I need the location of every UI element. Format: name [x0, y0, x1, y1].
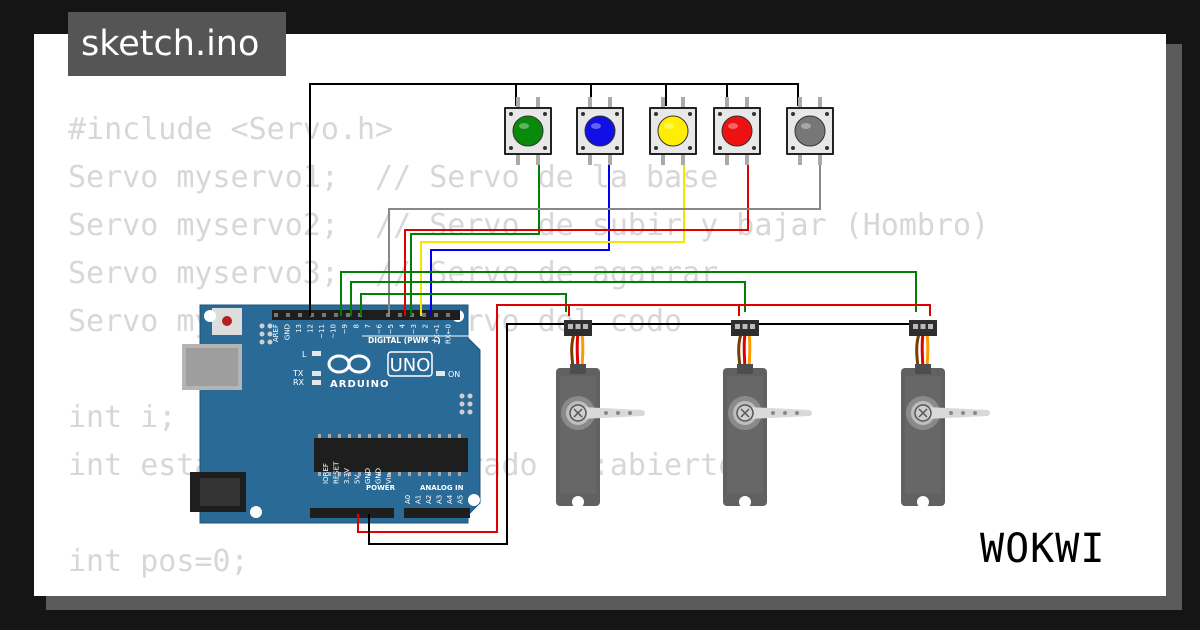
- wire-yellow-button: [420, 162, 685, 316]
- sketch-filename-tab[interactable]: sketch.ino: [68, 12, 286, 76]
- digital-label: DIGITAL (PWM ~): [368, 336, 441, 345]
- pin-label: IOREF: [322, 463, 330, 484]
- analog-label: ANALOG IN: [420, 484, 464, 492]
- led-on: [436, 371, 445, 376]
- pin-label: 13: [295, 324, 303, 333]
- pushbutton-red[interactable]: [713, 97, 761, 165]
- pin-label: ~11: [318, 324, 326, 339]
- pin-label: 4: [399, 323, 407, 328]
- code-line: int i;: [68, 400, 177, 435]
- code-line: Servo myservo3; // Servo de agarrar: [68, 256, 719, 291]
- pin-label: 5V: [354, 475, 362, 484]
- pin-label: GND: [364, 468, 372, 484]
- board-model: UNO: [390, 355, 431, 376]
- pin-label: 8: [353, 324, 361, 328]
- arduino-infinity-logo: [327, 354, 371, 374]
- pin-label: RESET: [333, 461, 341, 484]
- servo-2: [722, 318, 813, 509]
- pin-label: 7: [364, 324, 372, 328]
- led-tx: [312, 371, 321, 376]
- wire-servo-3-signal: [340, 271, 917, 316]
- wire-5v: [357, 304, 931, 533]
- wire-blue-button: [430, 162, 610, 316]
- pushbutton-yellow[interactable]: [649, 97, 697, 165]
- led-rx-label: RX: [293, 378, 305, 387]
- analog-header: [404, 508, 470, 518]
- wokwi-logo: WOKWI: [980, 526, 1105, 572]
- power-label: POWER: [366, 484, 396, 492]
- pin-label: ~9: [341, 324, 349, 334]
- arduino-uno-board: L TX RX ON UNO ARDUINO DIGITAL (PWM ~) P…: [182, 304, 481, 524]
- pushbutton-blue[interactable]: [576, 97, 624, 165]
- wire-gnd-buttons: [309, 83, 799, 316]
- pin-label: A0: [404, 495, 412, 504]
- pin-label: ~5: [387, 324, 395, 334]
- pin-label: A5: [457, 495, 465, 504]
- code-line: Servo myservo2; // Servo de subir y baja…: [68, 208, 990, 243]
- pin-label: 3.3V: [343, 468, 351, 484]
- pin-label: ~3: [410, 324, 418, 334]
- wokwi-logo-text: WOKWI: [980, 526, 1105, 572]
- pin-label: 12: [307, 324, 315, 333]
- pin-label: ~6: [376, 323, 384, 334]
- pin-label: AREF: [272, 324, 280, 342]
- code-line: #include <Servo.h>: [68, 112, 394, 147]
- on-label: ON: [448, 370, 460, 379]
- led-tx-label: TX: [292, 369, 304, 378]
- code-line: int pos=0;: [68, 544, 249, 579]
- digital-header: [272, 310, 460, 320]
- pin-label: A3: [436, 495, 444, 504]
- wire-gray-button: [388, 162, 821, 316]
- board-brand: ARDUINO: [330, 379, 389, 390]
- pushbuttons: [504, 97, 834, 165]
- pushbutton-gray[interactable]: [786, 97, 834, 165]
- pin-label: ~10: [330, 324, 338, 339]
- pushbutton-green[interactable]: [504, 97, 552, 165]
- wire-servo-2-signal: [350, 281, 746, 316]
- led-l: [312, 351, 321, 356]
- code-background: #include <Servo.h> Servo myservo1; // Ser…: [68, 106, 989, 596]
- led-l-label: L: [302, 350, 307, 359]
- wire-servo-1-signal: [360, 293, 567, 316]
- pin-label: GND: [375, 468, 383, 484]
- pin-label: A4: [446, 494, 454, 504]
- wire-red-button: [404, 162, 749, 316]
- wires: [309, 83, 937, 545]
- pin-label: GND: [284, 324, 292, 340]
- pin-label: RX←0: [445, 324, 453, 344]
- microcontroller-chip: [314, 438, 468, 472]
- wire-gnd-servos: [368, 323, 937, 545]
- code-line: int pos_b=0;: [68, 586, 989, 596]
- pin-label: 2: [422, 324, 430, 328]
- pin-label: Vin: [385, 473, 393, 484]
- pin-label: A1: [415, 495, 423, 504]
- wire-green-button: [410, 162, 540, 316]
- servo-1: [555, 318, 646, 509]
- servo-3: [900, 318, 991, 509]
- code-line: Servo myservo1; // Servo de la base: [68, 160, 719, 195]
- pin-label: A2: [425, 495, 433, 504]
- led-rx: [312, 380, 321, 385]
- pin-label: TX→1: [433, 324, 441, 344]
- power-header: [310, 508, 394, 518]
